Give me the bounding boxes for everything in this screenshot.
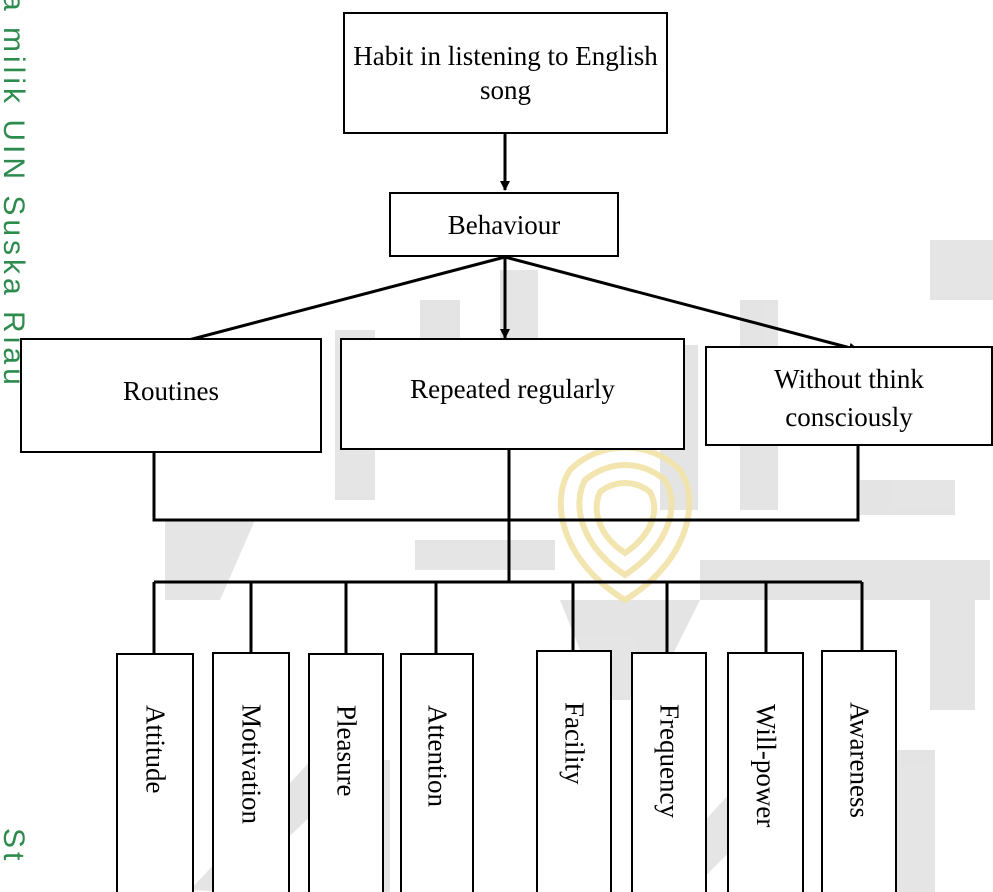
behaviour-node: Behaviour xyxy=(389,192,619,257)
factor-attention-label: Attention xyxy=(422,705,453,807)
factor-attitude-label: Attitude xyxy=(140,705,171,794)
factor-motivation: Motivation xyxy=(212,652,290,892)
factor-motivation-label: Motivation xyxy=(236,704,267,824)
factor-awareness-label: Awareness xyxy=(844,702,875,818)
repeated-regularly-label: Repeated regularly xyxy=(410,374,615,404)
factor-frequency-label: Frequency xyxy=(654,704,685,818)
factor-will-power-label: Will-power xyxy=(751,704,781,828)
behaviour-label: Behaviour xyxy=(447,209,561,240)
factor-will-power: Will-power xyxy=(727,652,804,892)
routines-label: Routines xyxy=(122,375,219,406)
side-watermark-text: a milik UIN Suska Riau St xyxy=(0,0,30,892)
routines-node: Routines xyxy=(20,338,322,453)
factor-pleasure: Pleasure xyxy=(308,653,384,892)
factor-facility-label: Facility xyxy=(559,702,590,785)
without-think-label: Without think consciously xyxy=(774,364,924,432)
root-label: Habit in listening to English song xyxy=(353,41,658,105)
factor-awareness: Awareness xyxy=(821,650,897,892)
side-watermark-top: a milik UIN Suska Riau xyxy=(0,0,30,389)
factor-pleasure-label: Pleasure xyxy=(331,705,362,797)
factor-facility: Facility xyxy=(536,650,612,892)
repeated-regularly-node: Repeated regularly xyxy=(340,338,685,450)
arrow-behaviour-to-without xyxy=(504,255,859,353)
side-watermark-bottom: St xyxy=(0,828,30,865)
arrow-behaviour-to-routines xyxy=(161,255,506,350)
factor-attitude: Attitude xyxy=(116,653,194,892)
root-node: Habit in listening to English song xyxy=(343,12,668,134)
merge-connector xyxy=(152,446,860,522)
factor-attention: Attention xyxy=(400,653,474,892)
without-think-node: Without think consciously xyxy=(705,346,993,446)
factor-frequency: Frequency xyxy=(631,652,707,892)
